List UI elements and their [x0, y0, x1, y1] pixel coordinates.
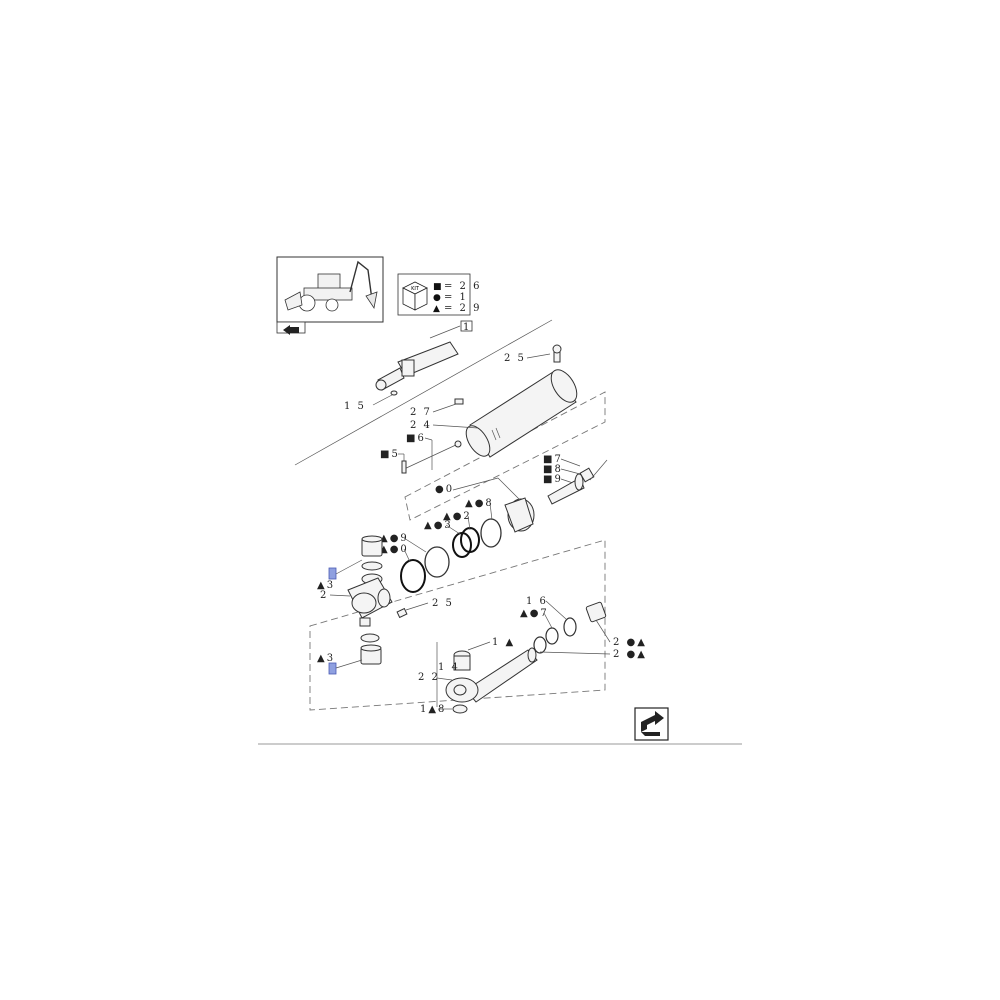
callout-2-circletriangle-b: 2 ●▲ — [613, 649, 647, 660]
kit-square-symbol: ■ — [433, 282, 442, 292]
callout-25-lower: 2 5 — [432, 598, 454, 609]
callout-3-trianglecircle-top: ▲●3 — [424, 520, 453, 531]
callout-25-top: 2 5 — [504, 353, 526, 364]
callout-3-triangle-bottom: ▲3 — [317, 653, 335, 664]
callout-18-triangle: 1▲8 — [420, 704, 446, 715]
back-arrow-icon — [283, 325, 299, 335]
kit-box-label: KIT — [411, 286, 420, 292]
callout-8-trianglecircle: ▲●8 — [465, 498, 494, 509]
callout-24: 2 4 — [410, 420, 432, 431]
backhoe-loader-icon — [284, 260, 378, 312]
callout-0-circle: ●0 — [435, 484, 454, 495]
callout-9: ■9 — [543, 474, 563, 485]
callout-16: 1 6 — [526, 596, 548, 607]
callout-9-trianglecircle: ▲●9 — [380, 533, 409, 544]
assembly-overview: 1 1 5 — [294, 319, 553, 466]
machine-thumbnail[interactable] — [276, 256, 384, 335]
callout-8: ■8 — [543, 464, 563, 475]
callout-2-head: 2 — [320, 590, 328, 601]
callout-7-trianglecircle: ▲●7 — [520, 608, 549, 619]
callout-27: 2 7 — [410, 407, 432, 418]
callout-7: ■7 — [543, 454, 563, 465]
callout-22: 2 2 — [418, 672, 440, 683]
callout-1-triangle: 1 ▲ — [492, 637, 515, 648]
highlight-marker-bottom[interactable] — [328, 662, 337, 675]
forward-arrow-icon — [641, 711, 664, 736]
callout-0-trianglecircle: ▲●0 — [380, 544, 409, 555]
kit-legend: KIT ■ = 2 6 ● = 1 ▲ = 2 9 — [397, 273, 481, 316]
highlight-marker-top[interactable] — [328, 567, 337, 580]
callout-6: ■6 — [406, 433, 426, 444]
cylinder-head-group: ▲●9 ▲●0 ▲3 2 2 5 ▲3 — [309, 533, 606, 711]
callout-15: 1 5 — [344, 401, 366, 412]
callout-14: 1 4 — [438, 662, 460, 673]
callout-3-triangle-top: ▲3 — [317, 580, 335, 591]
cylinder-eye-icon — [375, 379, 387, 391]
piston-rod-group: ■7 ■8 ■9 ●0 ▲●8 ▲●2 ▲●3 — [424, 454, 608, 558]
callout-2-trianglecircle: ▲●2 — [443, 511, 472, 522]
cylinder-barrel: 2 5 2 7 2 4 ■6 ■5 — [380, 344, 606, 521]
kit-square-count: = 2 6 — [444, 281, 481, 292]
callout-5: ■5 — [380, 449, 400, 460]
kit-cube-icon: KIT — [402, 281, 428, 311]
kit-triangle-symbol: ▲ — [433, 304, 440, 314]
kit-circle-count: = 1 — [444, 292, 468, 303]
callout-2-circletriangle-a: 2 ●▲ — [613, 637, 647, 648]
callout-1: 1 — [463, 322, 471, 333]
kit-circle-symbol: ● — [433, 293, 441, 303]
kit-triangle-count: = 2 9 — [444, 303, 481, 314]
rod-end-group: 1 6 ▲●7 2 ●▲ 2 ●▲ 1 ▲ 1 4 2 2 1▲8 — [418, 596, 647, 715]
next-page-button[interactable] — [634, 707, 669, 741]
